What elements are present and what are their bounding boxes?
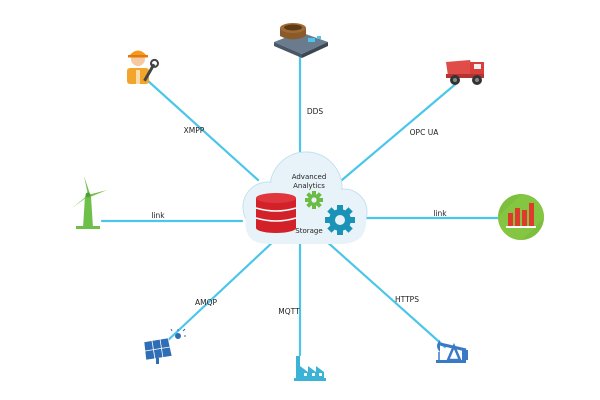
opc-ua-label: OPC UA <box>410 128 440 137</box>
solar-panel-icon <box>143 328 186 364</box>
dds-label: DDS <box>307 107 324 116</box>
xmpp-label: XMPP <box>184 126 205 135</box>
green-gear-icon <box>305 191 323 209</box>
line-xmpp <box>145 78 260 182</box>
link-right-label: link <box>433 209 447 218</box>
engineer-icon <box>127 50 159 84</box>
database-icon <box>255 193 297 233</box>
factory-machine-icon <box>274 23 328 58</box>
bar-chart-icon <box>498 194 544 240</box>
factory-icon <box>294 356 326 381</box>
https-label: HTTPS <box>395 295 419 304</box>
link-left-label: link <box>151 211 165 220</box>
line-opc-ua <box>340 80 460 182</box>
dump-truck-icon <box>446 60 484 85</box>
line-amqp <box>163 238 277 345</box>
analytics-label-line2: Analytics <box>293 182 325 190</box>
storage-label: Storage <box>295 227 322 235</box>
oil-pump-icon <box>436 340 468 363</box>
mqtt-label: MQTT <box>278 307 300 316</box>
analytics-label-line1: Advanced <box>292 173 327 181</box>
teal-gear-icon <box>325 205 355 235</box>
line-https <box>323 238 447 349</box>
center-cloud: Advanced Analytics Storage <box>242 151 368 244</box>
connection-lines <box>100 54 500 357</box>
amqp-label: AMQP <box>195 298 218 307</box>
wind-turbine-icon <box>72 176 107 229</box>
